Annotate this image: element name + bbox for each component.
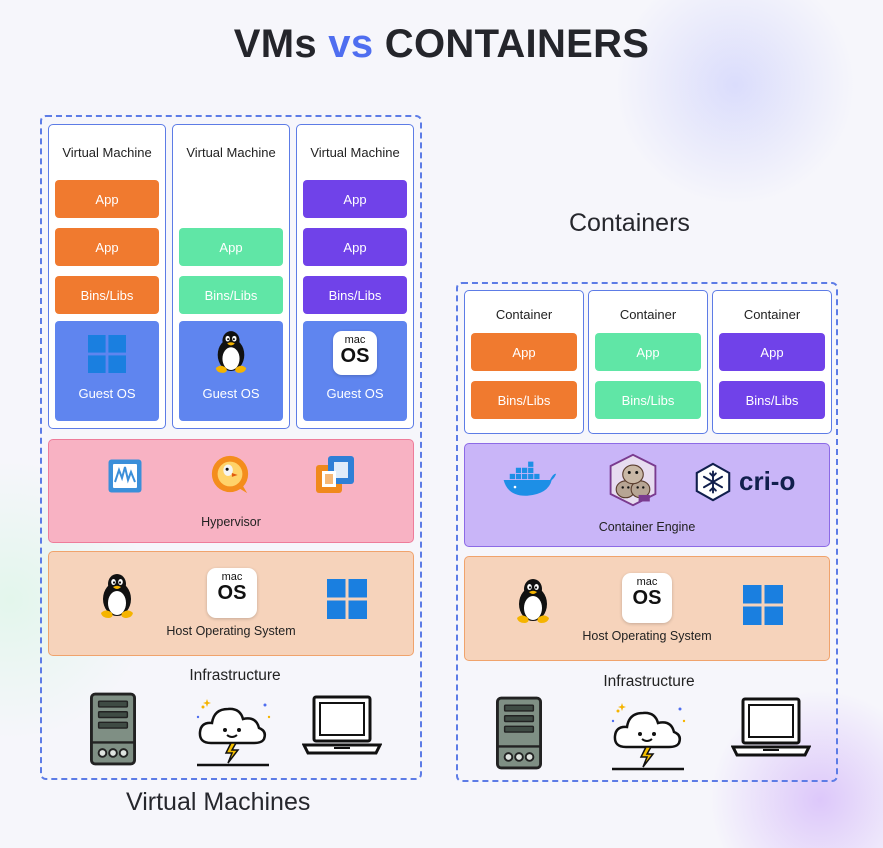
vm-column-title: Virtual Machine	[186, 145, 276, 160]
macos-icon-line2: OS	[340, 345, 370, 367]
vmware-monitor-icon	[107, 458, 143, 494]
title-suffix: CONTAINERS	[373, 22, 650, 66]
container-column-3: Container App Bins/Libs	[712, 290, 832, 434]
guest-os-block: Guest OS	[179, 321, 283, 421]
vm-section-label: Virtual Machines	[126, 788, 311, 816]
macos-icon-line1: mac	[636, 576, 658, 588]
linux-penguin-icon	[212, 329, 250, 375]
podman-seals-icon	[605, 452, 661, 508]
macos-icon-line2: OS	[217, 582, 247, 604]
container-column-2: Container App Bins/Libs	[588, 290, 708, 434]
app-block: App	[719, 333, 825, 371]
docker-whale-icon	[501, 460, 557, 500]
macos-icon-line1: mac	[221, 571, 243, 583]
hypervisor-label: Hypervisor	[201, 515, 261, 529]
macos-icon: mac OS	[207, 568, 257, 618]
container-engine-label: Container Engine	[598, 520, 696, 534]
linux-penguin-icon	[513, 577, 553, 625]
windows-icon	[88, 335, 126, 373]
laptop-icon	[731, 697, 811, 759]
vm-column-title: Virtual Machine	[310, 145, 400, 160]
host-os-layer: mac OS Host Operating System	[48, 551, 414, 656]
linux-penguin-icon	[97, 572, 137, 620]
bins-libs-block: Bins/Libs	[719, 381, 825, 419]
windows-icon	[327, 579, 367, 619]
laptop-icon	[302, 695, 382, 757]
title-vs: vs	[328, 22, 374, 66]
hypervisor-layer: Hypervisor	[48, 439, 414, 543]
container-column-1: Container App Bins/Libs	[464, 290, 584, 434]
bins-libs-block: Bins/Libs	[595, 381, 701, 419]
macos-icon: mac OS	[333, 331, 377, 375]
guest-os-label: Guest OS	[326, 386, 384, 401]
app-block: App	[179, 228, 283, 266]
guest-os-block: mac OS Guest OS	[303, 321, 407, 421]
bins-libs-block: Bins/Libs	[303, 276, 407, 314]
guest-os-block: Guest OS	[55, 321, 159, 421]
guest-os-label: Guest OS	[78, 386, 136, 401]
app-block: App	[303, 180, 407, 218]
app-block: App	[55, 180, 159, 218]
container-engine-layer: cri-o Container Engine	[464, 443, 830, 547]
app-block: App	[303, 228, 407, 266]
windows-icon	[743, 585, 783, 625]
bins-libs-block: Bins/Libs	[471, 381, 577, 419]
host-os-label: Host Operating System	[166, 624, 296, 638]
infrastructure-label: Infrastructure	[189, 667, 281, 684]
macos-icon-line1: mac	[344, 334, 366, 346]
infrastructure-label: Infrastructure	[603, 673, 695, 690]
app-block: App	[55, 228, 159, 266]
macos-icon: mac OS	[622, 573, 672, 623]
vm-column-2: Virtual Machine App Bins/Libs Guest OS	[172, 124, 290, 429]
server-icon	[496, 696, 542, 770]
guest-os-label: Guest OS	[202, 386, 260, 401]
cloud-icon	[608, 699, 688, 771]
title-prefix: VMs	[233, 22, 329, 66]
container-column-title: Container	[495, 307, 553, 322]
qemu-icon	[209, 453, 251, 495]
vm-column-1: Virtual Machine App App Bins/Libs Guest …	[48, 124, 166, 429]
containers-section-label: Containers	[569, 209, 690, 237]
app-block: App	[471, 333, 577, 371]
virtualbox-icon	[313, 453, 357, 497]
bins-libs-block: Bins/Libs	[179, 276, 283, 314]
app-block: App	[595, 333, 701, 371]
crio-icon	[692, 461, 734, 503]
containers-section-frame	[456, 282, 838, 782]
host-os-label: Host Operating System	[582, 629, 712, 643]
container-column-title: Container	[619, 307, 677, 322]
crio-logo-text: cri-o	[739, 466, 796, 496]
vm-column-title: Virtual Machine	[62, 145, 152, 160]
host-os-layer: mac OS Host Operating System	[464, 556, 830, 661]
page-title: VMs vs CONTAINERS	[0, 22, 883, 67]
vm-column-3: Virtual Machine App App Bins/Libs mac OS…	[296, 124, 414, 429]
bins-libs-block: Bins/Libs	[55, 276, 159, 314]
vm-section-frame	[40, 115, 422, 780]
container-column-title: Container	[743, 307, 801, 322]
macos-icon-line2: OS	[632, 587, 662, 609]
server-icon	[90, 692, 136, 766]
cloud-icon	[193, 695, 273, 767]
